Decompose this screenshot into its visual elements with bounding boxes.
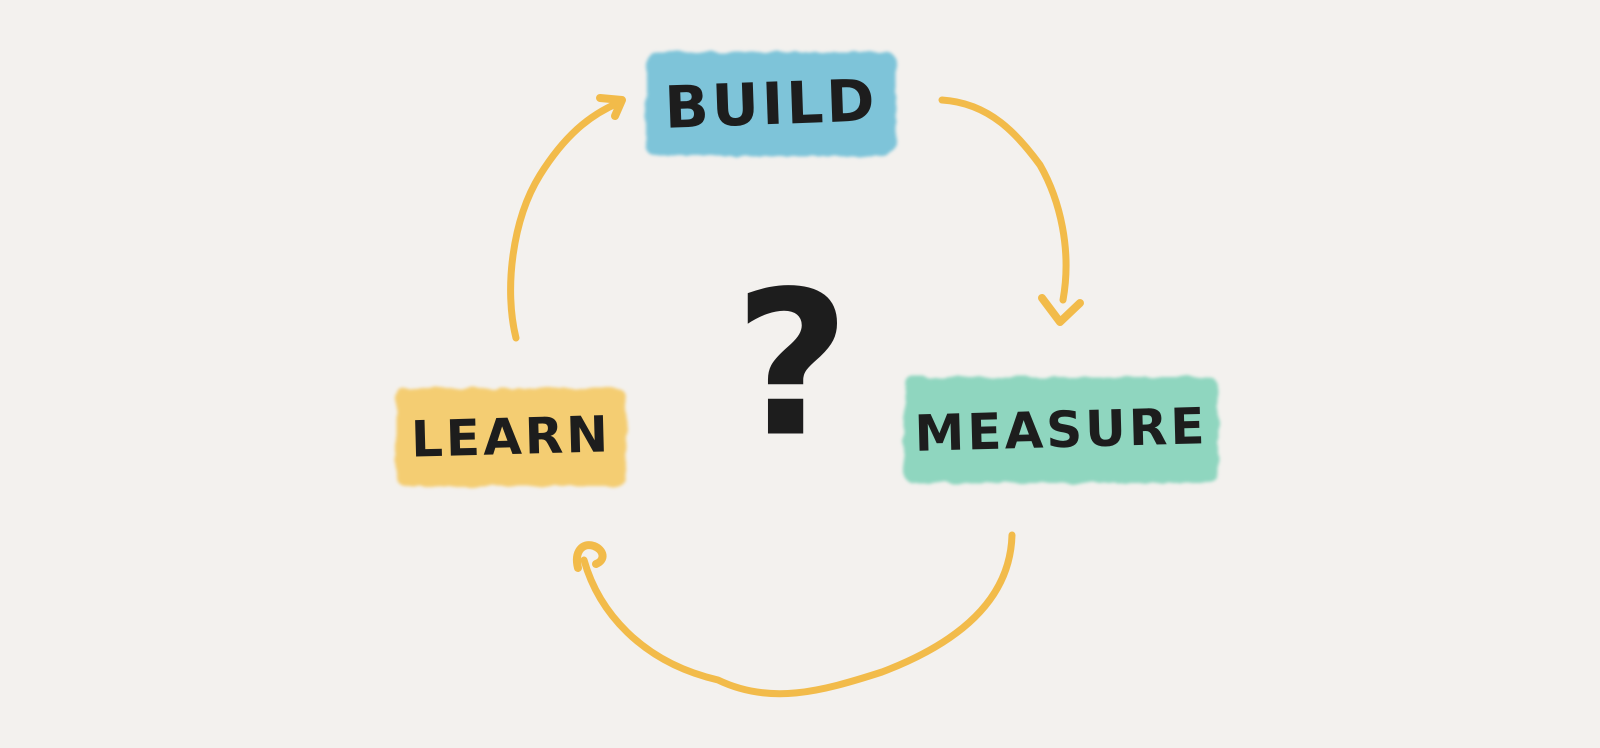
node-learn-label: LEARN (410, 405, 612, 468)
node-learn: LEARN (396, 388, 626, 486)
node-build: BUILD (646, 52, 896, 156)
arrow-shaft (938, 96, 1070, 304)
arrowhead (573, 541, 607, 572)
arrowhead (596, 94, 626, 120)
node-measure-highlight (904, 377, 1218, 483)
arrow-shaft (507, 99, 622, 342)
node-build-label: BUILD (663, 66, 878, 141)
arrow-build-to-measure (938, 96, 1084, 326)
center-question-mark: ? (734, 249, 850, 482)
arrow-shaft (580, 531, 1016, 698)
node-measure-label: MEASURE (914, 397, 1208, 463)
node-learn-highlight (396, 388, 626, 486)
arrow-learn-to-build (507, 94, 626, 342)
node-build-highlight (646, 52, 896, 156)
node-measure: MEASURE (904, 377, 1218, 483)
arrow-measure-to-learn (573, 531, 1016, 698)
arrowhead (1038, 294, 1084, 326)
